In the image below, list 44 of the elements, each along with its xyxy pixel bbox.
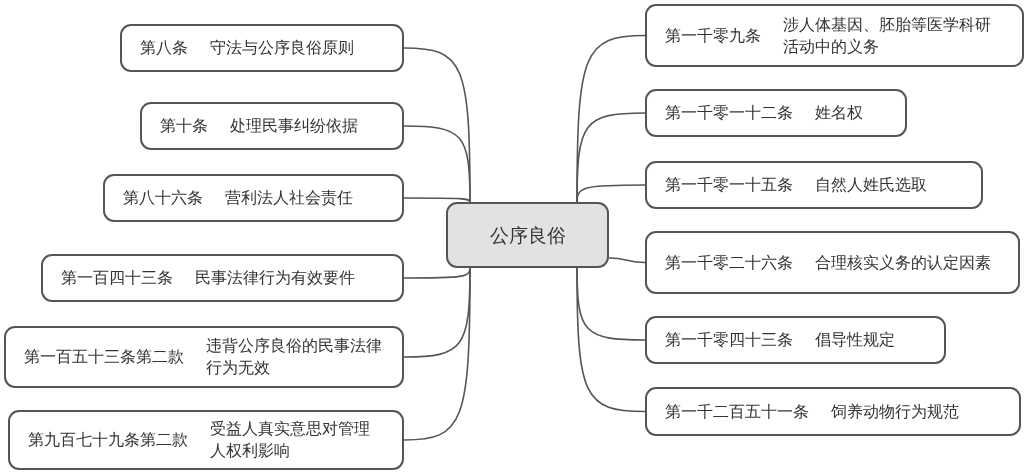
article-box — [41, 254, 404, 302]
article-number: 第一千零四十三条 — [665, 329, 793, 351]
article-title: 守法与公序良俗原则 — [210, 37, 355, 59]
article-box — [8, 410, 404, 470]
article-number: 第一千零一十五条 — [665, 174, 793, 196]
article-box — [645, 316, 946, 364]
article-number: 第十条 — [160, 115, 208, 137]
article-title: 营利法人社会责任 — [225, 187, 354, 209]
article-box — [103, 174, 404, 222]
article-number: 第一百五十三条第二款 — [24, 346, 184, 368]
topic-label: 公序良俗 — [489, 224, 566, 246]
article-box — [645, 4, 1024, 67]
article-number: 第八十六条 — [123, 187, 203, 209]
article-title: 违背公序良俗的民事法律行为无效 — [206, 335, 383, 379]
topic-box — [446, 202, 609, 268]
article-box — [4, 326, 404, 388]
article-number: 第九百七十九条第二款 — [28, 429, 188, 451]
article-number: 第一千零二十六条 — [665, 251, 793, 274]
article-title: 姓名权 — [815, 102, 864, 124]
article-title: 受益人真实意思对管理人权利影响 — [210, 418, 371, 462]
article-title: 处理民事纠纷依据 — [230, 115, 359, 137]
article-box — [645, 231, 1020, 294]
article-box — [645, 161, 983, 209]
connector-line — [403, 267, 471, 441]
article-number: 第一千二百五十一条 — [665, 400, 809, 423]
article-title: 合理核实义务的认定因素 — [815, 251, 992, 274]
article-box — [645, 387, 1021, 436]
article-title: 涉人体基因、胚胎等医学科研活动中的义务 — [783, 13, 992, 58]
article-title: 自然人姓氏选取 — [815, 174, 928, 196]
connector-line — [576, 184, 646, 203]
article-title: 饲养动物行为规范 — [831, 400, 960, 423]
article-box — [645, 89, 907, 137]
article-number: 第一千零九条 — [665, 24, 761, 47]
connector-line — [576, 267, 646, 413]
article-number: 第一千零一十二条 — [665, 102, 793, 124]
article-title: 倡导性规定 — [815, 329, 896, 351]
article-number: 第八条 — [140, 37, 188, 59]
connector-line — [403, 125, 471, 203]
article-number: 第一百四十三条 — [61, 267, 173, 289]
article-box — [120, 24, 404, 72]
connector-line — [608, 257, 646, 264]
article-title: 民事法律行为有效要件 — [195, 267, 356, 289]
article-box — [140, 102, 404, 150]
connector-line — [403, 197, 471, 203]
